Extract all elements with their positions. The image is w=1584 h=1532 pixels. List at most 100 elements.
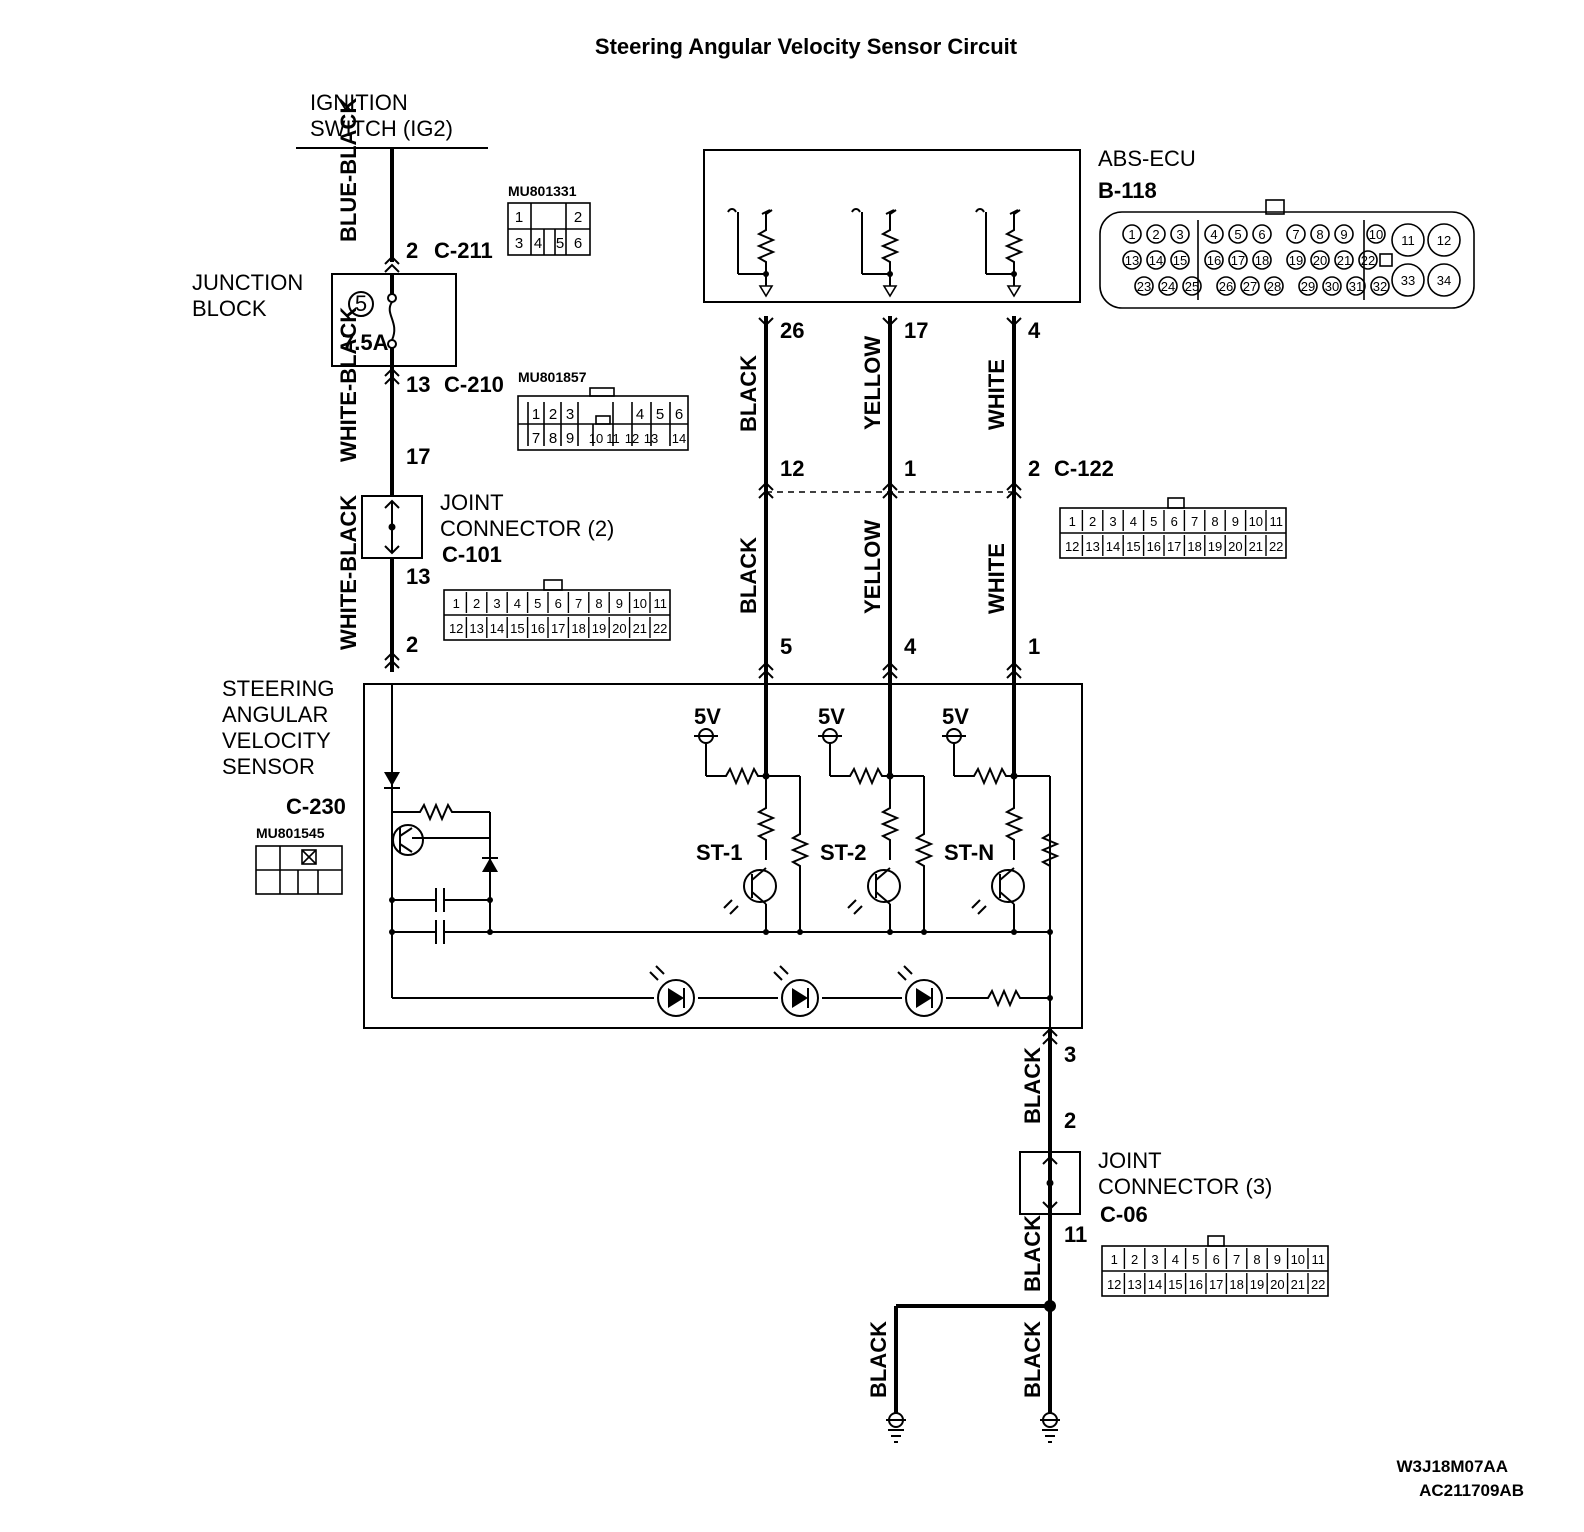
pin-cell: 9 (1274, 1252, 1281, 1267)
pin-cell: 1 (1069, 514, 1076, 529)
pin-cell: 11 (606, 431, 620, 446)
pin-cell: 8 (1211, 514, 1218, 529)
pin-cell: 22 (1361, 253, 1375, 268)
pin-cell: 16 (1207, 253, 1221, 268)
connector-face-c210: MU801857 1 2 3 4 5 6 7 8 9 10 11 12 13 1… (517, 369, 689, 451)
supply-voltage: 5V (818, 704, 845, 729)
pin-number: 12 (780, 456, 804, 481)
pin-cell: 22 (1311, 1277, 1325, 1292)
drawing-code: AC211709AB (1419, 1481, 1524, 1500)
pin-cell: 16 (1147, 539, 1161, 554)
pin-cell: 8 (1316, 227, 1323, 242)
pin-cell: 6 (574, 235, 582, 252)
pin-cell: 10 (1369, 227, 1383, 242)
pin-cell: 3 (493, 596, 500, 611)
wire-color-label: WHITE-BLACK (336, 307, 361, 462)
pin-cell: 32 (1373, 279, 1387, 294)
part-number: MU801857 (518, 369, 587, 385)
part-number: MU801331 (508, 183, 577, 199)
connector-id: C-122 (1054, 456, 1114, 481)
connector-face-c06 (1101, 1235, 1329, 1297)
pin-number: 17 (904, 318, 928, 343)
pin-number: 3 (1064, 1042, 1076, 1067)
pin-cell: 2 (1089, 514, 1096, 529)
pin-cell: 9 (566, 430, 574, 447)
connector-id: C-06 (1100, 1202, 1148, 1227)
pin-cell: 12 (1065, 539, 1079, 554)
connector-id: C-230 (286, 794, 346, 819)
pin-cell: 22 (1269, 539, 1283, 554)
connector-face-c211: MU801331 1 2 3 4 5 6 (507, 183, 591, 256)
pin-cell: 25 (1185, 279, 1199, 294)
wire-color-label: YELLOW (860, 520, 885, 614)
pin-cell: 20 (1313, 253, 1327, 268)
abs-ecu-label: ABS-ECU (1098, 146, 1196, 171)
pin-number: 1 (1028, 634, 1040, 659)
pin-cell: 4 (1130, 514, 1137, 529)
ground-icon (1039, 1412, 1061, 1443)
pin-cell: 3 (566, 406, 574, 423)
pin-cell: 12 (449, 621, 463, 636)
connector-id: C-210 (444, 372, 504, 397)
pin-cell: 20 (612, 621, 626, 636)
pin-cell: 18 (1187, 539, 1201, 554)
pin-cell: 14 (672, 431, 686, 446)
joint-connector-label: CONNECTOR (2) (440, 516, 614, 541)
pin-cell: 6 (1258, 227, 1265, 242)
pin-number: 1 (904, 456, 916, 481)
pin-cell: 31 (1349, 279, 1363, 294)
pin-cell: 13 (1085, 539, 1099, 554)
sensor-internal-circuit (384, 684, 1058, 1028)
pin-cell: 13 (1127, 1277, 1141, 1292)
pin-cell: 15 (1126, 539, 1140, 554)
joint-connector-label: JOINT (1098, 1148, 1162, 1173)
connector-face-c101 (443, 579, 671, 641)
abs-ecu-box (703, 149, 1081, 303)
wire-color-label: WHITE (984, 359, 1009, 430)
pin-cell: 1 (453, 596, 460, 611)
pin-cell: 30 (1325, 279, 1339, 294)
pin-cell: 19 (1289, 253, 1303, 268)
pin-cell: 8 (549, 430, 557, 447)
pin-cell: 3 (1151, 1252, 1158, 1267)
transistor-label: ST-1 (696, 840, 742, 865)
pin-cell: 13 (469, 621, 483, 636)
pin-cell: 5 (656, 406, 664, 423)
sensor-label: ANGULAR (222, 702, 328, 727)
wire-color-label: BLUE-BLACK (336, 98, 361, 242)
connector-id: C-211 (434, 238, 493, 263)
pin-cell: 21 (633, 621, 647, 636)
pin-cell: 2 (1131, 1252, 1138, 1267)
pin-number: 5 (780, 634, 792, 659)
connector-face-c230 (255, 845, 343, 895)
pin-cell: 4 (534, 235, 542, 252)
drawing-code: W3J18M07AA (1397, 1457, 1509, 1476)
junction-block-label: JUNCTION (192, 270, 303, 295)
pin-cell: 15 (1168, 1277, 1182, 1292)
sensor-label: SENSOR (222, 754, 315, 779)
wire-color-label: BLACK (866, 1321, 891, 1398)
pin-cell: 23 (1137, 279, 1151, 294)
joint-connector-label: JOINT (440, 490, 504, 515)
pin-cell: 22 (653, 621, 667, 636)
pin-cell: 5 (1150, 514, 1157, 529)
ignition-label: SWITCH (IG2) (310, 116, 453, 141)
pin-cell: 4 (636, 406, 644, 423)
pin-cell: 5 (534, 596, 541, 611)
pin-number: 2 (1028, 456, 1040, 481)
pin-cell: 6 (1171, 514, 1178, 529)
pin-cell: 17 (1231, 253, 1245, 268)
pin-cell: 8 (1253, 1252, 1260, 1267)
pin-cell: 1 (1128, 227, 1135, 242)
diagram-title: Steering Angular Velocity Sensor Circuit (595, 34, 1018, 59)
pin-number: 4 (904, 634, 917, 659)
supply-voltage: 5V (942, 704, 969, 729)
fuse-number: 5 (355, 291, 367, 316)
pin-cell: 9 (616, 596, 623, 611)
transistor-label: ST-N (944, 840, 994, 865)
pin-cell: 11 (1311, 1252, 1325, 1267)
pin-cell: 7 (1191, 514, 1198, 529)
transistor-label: ST-2 (820, 840, 866, 865)
pin-cell: 17 (551, 621, 565, 636)
ignition-label: IGNITION (310, 90, 408, 115)
